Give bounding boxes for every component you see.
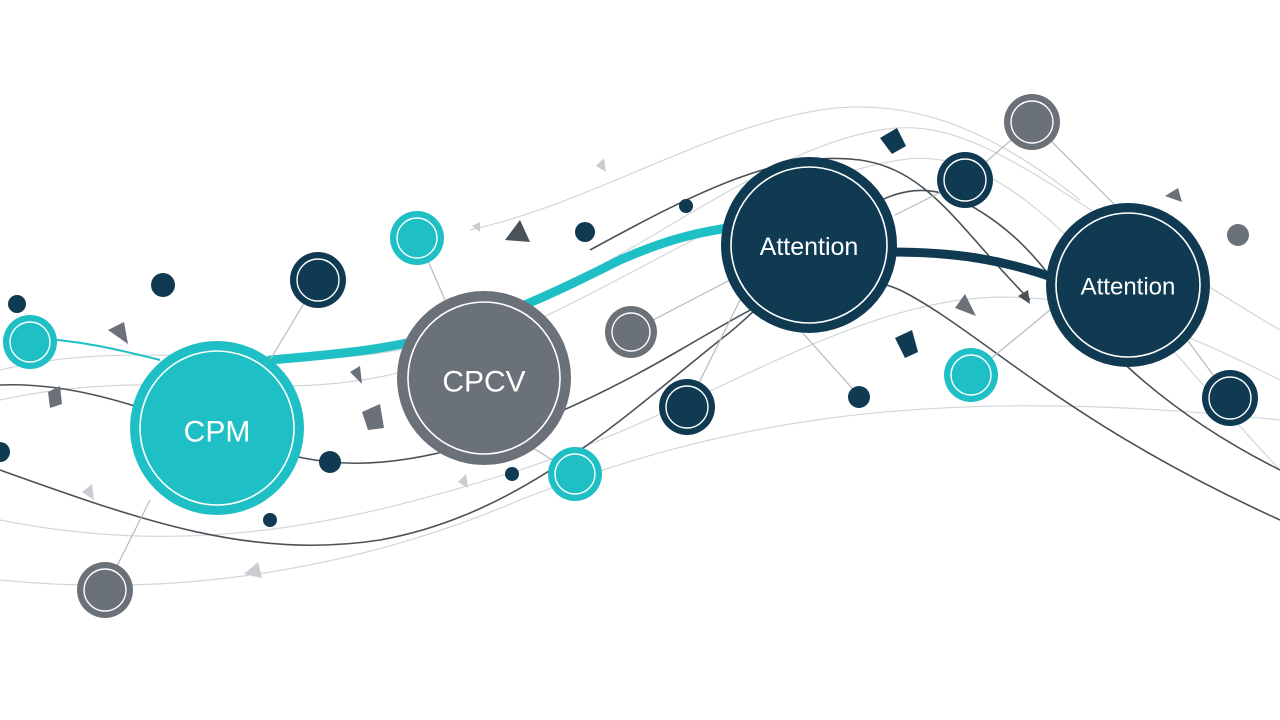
node-attention-2-ring bbox=[1055, 212, 1201, 358]
node-cpcv: CPCV bbox=[397, 291, 571, 465]
dot bbox=[319, 451, 341, 473]
node-cpcv-ring bbox=[407, 301, 561, 455]
shard bbox=[458, 474, 468, 488]
satellite-node bbox=[390, 211, 444, 265]
shard bbox=[244, 562, 262, 578]
node-cpm: CPM bbox=[130, 341, 304, 515]
node-attention-2-label: Attention bbox=[1081, 274, 1176, 301]
satellite-node bbox=[605, 306, 657, 358]
wave-line bbox=[469, 106, 1081, 231]
satellite-node bbox=[77, 562, 133, 618]
shard bbox=[1165, 188, 1182, 202]
satellite-node bbox=[3, 315, 57, 369]
dot bbox=[575, 222, 595, 242]
dot bbox=[848, 386, 870, 408]
shard bbox=[880, 128, 906, 154]
dot bbox=[0, 442, 10, 462]
wave-line bbox=[0, 405, 1280, 586]
satellite-node bbox=[937, 152, 993, 208]
satellite-node bbox=[1004, 94, 1060, 150]
shard bbox=[108, 322, 128, 344]
shard bbox=[362, 404, 384, 430]
shard bbox=[82, 484, 94, 500]
dot bbox=[505, 467, 519, 481]
shard bbox=[1018, 290, 1030, 304]
dot bbox=[1227, 224, 1249, 246]
dot bbox=[679, 199, 693, 213]
shard bbox=[955, 294, 976, 316]
shard bbox=[350, 366, 362, 384]
shard bbox=[48, 386, 62, 408]
node-attention-2: Attention bbox=[1046, 203, 1210, 367]
navy-connector bbox=[885, 247, 1065, 285]
shard bbox=[505, 220, 530, 242]
node-attention-1-ring bbox=[730, 166, 888, 324]
node-attention-1-label: Attention bbox=[760, 233, 859, 261]
dot bbox=[151, 273, 175, 297]
satellite-node bbox=[548, 447, 602, 501]
dot bbox=[8, 295, 26, 313]
node-attention-1: Attention bbox=[721, 157, 897, 333]
shard bbox=[472, 222, 480, 232]
satellite-node bbox=[1202, 370, 1258, 426]
node-cpm-ring bbox=[139, 350, 295, 506]
satellite-node bbox=[290, 252, 346, 308]
node-cpcv-fill bbox=[397, 291, 571, 465]
node-cpm-fill bbox=[130, 341, 304, 515]
node-cpcv-label: CPCV bbox=[442, 366, 525, 399]
scatter-dots bbox=[0, 128, 1249, 578]
node-attention-1-fill bbox=[721, 157, 897, 333]
satellite-nodes bbox=[3, 94, 1258, 618]
node-attention-2-fill bbox=[1046, 203, 1210, 367]
node-cpm-label: CPM bbox=[184, 416, 251, 449]
shard bbox=[596, 158, 606, 172]
satellite-node bbox=[659, 379, 715, 435]
satellite-node bbox=[944, 348, 998, 402]
dot bbox=[263, 513, 277, 527]
spoke bbox=[799, 329, 861, 398]
shard bbox=[895, 330, 918, 358]
